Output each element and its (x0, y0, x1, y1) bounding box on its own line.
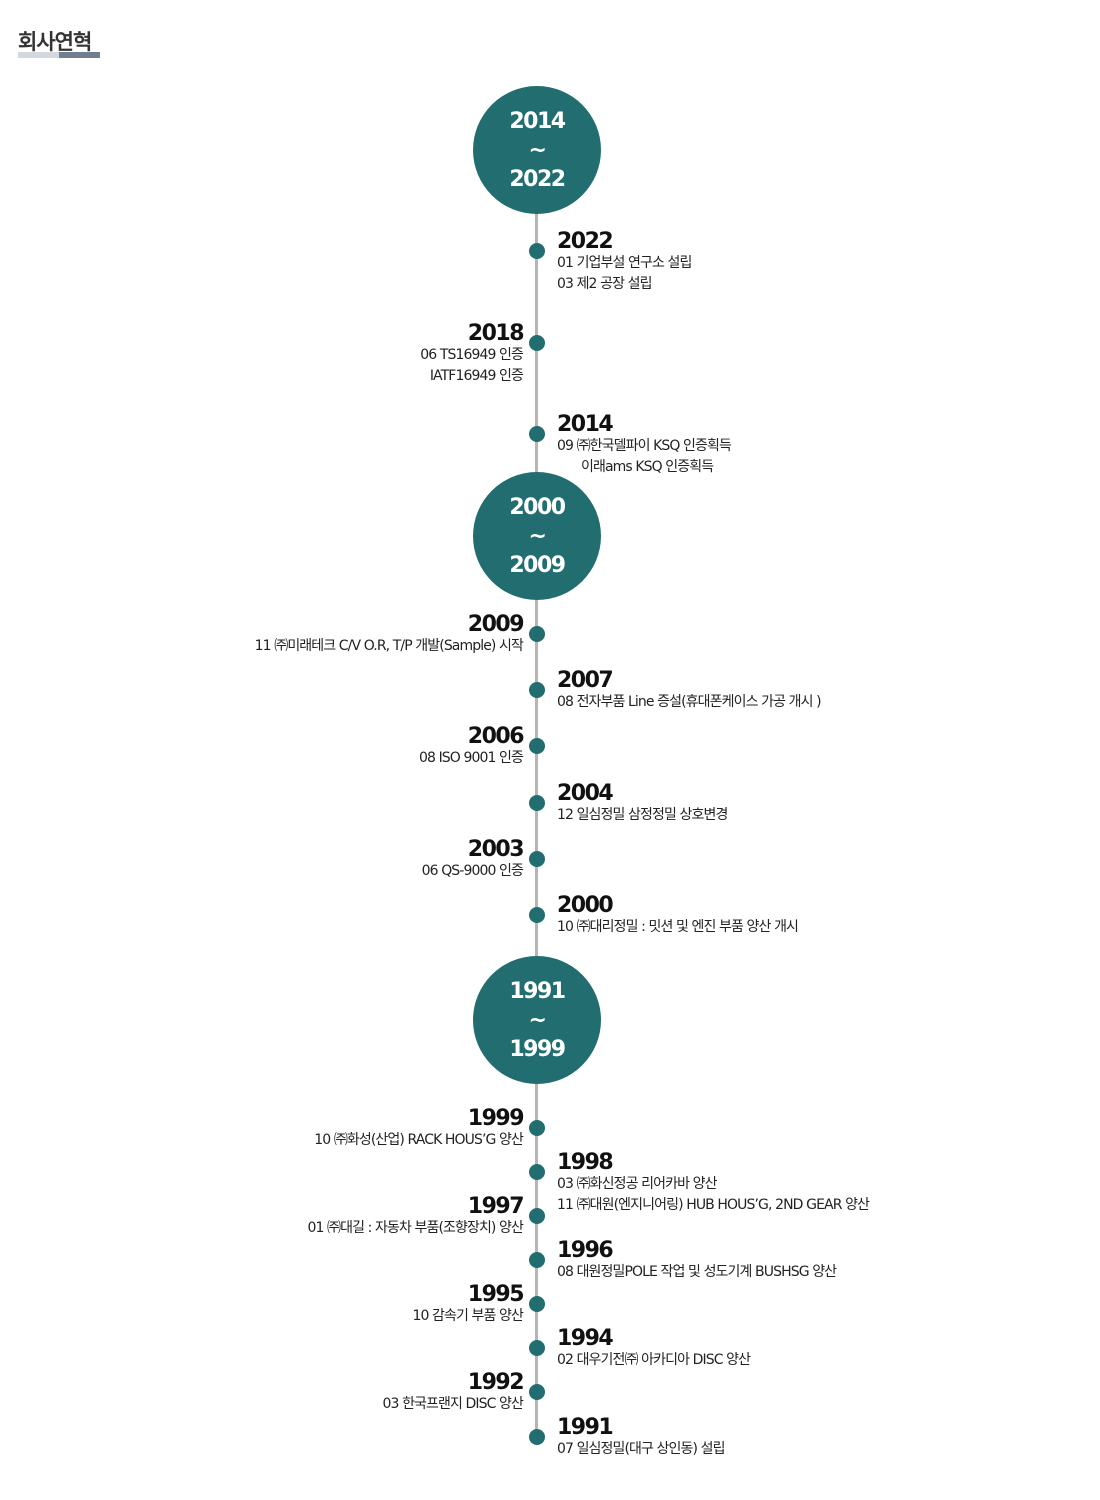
timeline-dot (529, 682, 545, 698)
era-end: 2022 (509, 166, 566, 192)
timeline-dot (529, 426, 545, 442)
entry-item: 08 전자부품 Line 증설(휴대폰케이스 가공 개시 ) (557, 694, 822, 710)
entry-year: 2004 (557, 781, 614, 806)
entry-item: 12 일심정밀 삼정정밀 상호변경 (557, 807, 728, 823)
entry-item: 11 ㈜대원(엔지니어링) HUB HOUS’G, 2ND GEAR 양산 (557, 1197, 870, 1213)
entry-year: 1997 (467, 1194, 525, 1219)
title-underline-dark (59, 52, 100, 58)
era-sep: ~ (528, 137, 547, 163)
entry-item: 02 대우기전㈜ 아카디아 DISC 양산 (557, 1352, 751, 1368)
entry-item: 03 ㈜화신정공 리어카바 양산 (557, 1176, 717, 1192)
title-underline (18, 52, 100, 58)
timeline-dot (529, 1120, 545, 1136)
entry-year: 1994 (557, 1326, 614, 1351)
entry-year: 1991 (557, 1415, 614, 1440)
timeline-dot (529, 1340, 545, 1356)
title-underline-light (18, 52, 59, 58)
entry-item: 01 ㈜대길 : 자동차 부품(조향장치) 양산 (307, 1220, 523, 1236)
timeline-dot (529, 738, 545, 754)
era-start: 2014 (509, 108, 566, 134)
era-sep: ~ (528, 523, 547, 549)
entry-item: 07 일심정밀(대구 상인동) 설립 (557, 1441, 725, 1457)
entry-year: 2006 (467, 724, 525, 749)
entry-item: 09 ㈜한국델파이 KSQ 인증획득 (557, 438, 732, 454)
entry-year: 1999 (467, 1106, 525, 1131)
timeline-dot (529, 851, 545, 867)
timeline-dot (529, 243, 545, 259)
timeline-dot (529, 1252, 545, 1268)
timeline-dot (529, 907, 545, 923)
era-end: 2009 (509, 552, 566, 578)
entry-year: 1998 (557, 1150, 614, 1175)
timeline-line (535, 190, 538, 1440)
entry-year: 2009 (467, 612, 525, 637)
entry-item: 10 ㈜화성(산업) RACK HOUS’G 양산 (314, 1132, 524, 1148)
entry-item: 01 기업부설 연구소 설립 (557, 255, 692, 271)
timeline-dot (529, 626, 545, 642)
timeline-dot (529, 1384, 545, 1400)
entry-year: 2003 (467, 837, 525, 862)
era-start: 2000 (509, 494, 566, 520)
entry-item: 이래ams KSQ 인증획득 (581, 459, 714, 475)
timeline-dot (529, 1208, 545, 1224)
timeline-dot (529, 1164, 545, 1180)
entry-year: 2018 (467, 321, 525, 346)
era-circle: 2014 ~2022 (473, 86, 601, 214)
entry-item: 06 QS-9000 인증 (421, 863, 524, 879)
entry-item: 08 ISO 9001 인증 (419, 750, 524, 766)
timeline-dot (529, 1296, 545, 1312)
era-sep: ~ (528, 1007, 547, 1033)
timeline-dot (529, 335, 545, 351)
entry-year: 2000 (557, 893, 614, 918)
entry-year: 1996 (557, 1238, 614, 1263)
entry-item: 11 ㈜미래테크 C/V O.R, T/P 개발(Sample) 시작 (254, 638, 524, 654)
entry-year: 1995 (467, 1282, 525, 1307)
entry-item: 06 TS16949 인증 (420, 347, 524, 363)
era-circle: 2000 ~2009 (473, 472, 601, 600)
entry-item: 03 제2 공장 설립 (557, 276, 652, 292)
entry-item: 08 대원정밀POLE 작업 및 성도기계 BUSHSG 양산 (557, 1264, 837, 1280)
era-circle: 1991 ~1999 (473, 956, 601, 1084)
entry-item: 10 ㈜대리정밀 : 밋션 및 엔진 부품 양산 개시 (557, 919, 799, 935)
entry-year: 1992 (467, 1370, 525, 1395)
entry-item: 10 감속기 부품 양산 (412, 1308, 523, 1324)
page-title: 회사연혁 (18, 30, 92, 54)
timeline-dot (529, 795, 545, 811)
entry-year: 2007 (557, 668, 614, 693)
era-start: 1991 (509, 978, 566, 1004)
era-end: 1999 (509, 1036, 566, 1062)
entry-item: 03 한국프랜지 DISC 양산 (382, 1396, 524, 1412)
entry-year: 2014 (557, 412, 614, 437)
entry-item: IATF16949 인증 (429, 368, 524, 384)
timeline-dot (529, 1429, 545, 1445)
entry-year: 2022 (557, 229, 614, 254)
